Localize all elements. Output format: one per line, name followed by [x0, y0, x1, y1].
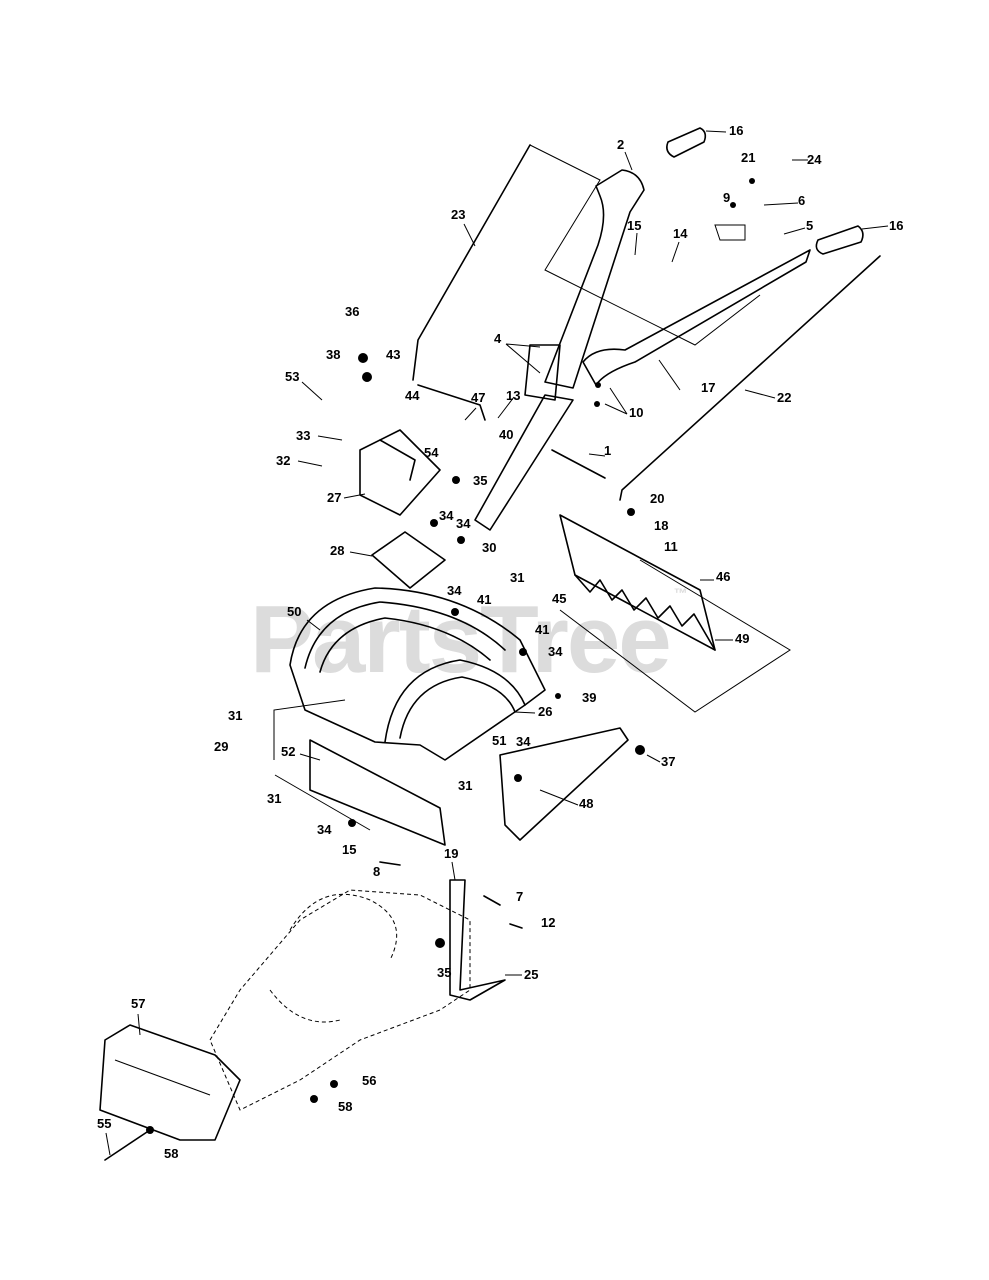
control-rods	[412, 144, 881, 501]
callout-11: 11	[664, 539, 678, 554]
callout-34-c: 34	[548, 644, 563, 659]
callout-41-b: 41	[535, 622, 549, 637]
callout-17: 17	[701, 380, 715, 395]
side-plate	[499, 727, 629, 841]
callout-5: 5	[806, 218, 813, 233]
callout-37: 37	[661, 754, 675, 769]
hand-grips	[666, 127, 864, 255]
callout-46: 46	[716, 569, 730, 584]
callout-44: 44	[405, 388, 420, 403]
mounting-plate	[371, 531, 446, 589]
leader-lines	[105, 130, 889, 1156]
zone-outlines	[273, 144, 791, 831]
callout-16-top: 16	[729, 123, 743, 138]
depth-stake	[449, 879, 506, 1001]
callout-56: 56	[362, 1073, 376, 1088]
callout-24: 24	[807, 152, 822, 167]
callout-31-d: 31	[458, 778, 472, 793]
callout-48: 48	[579, 796, 593, 811]
callout-31-c: 31	[267, 791, 281, 806]
callout-18: 18	[654, 518, 668, 533]
callout-23: 23	[451, 207, 465, 222]
callout-36: 36	[345, 304, 359, 319]
callout-35-a: 35	[473, 473, 487, 488]
callout-9: 9	[723, 190, 730, 205]
callout-4: 4	[494, 331, 502, 346]
handle-bracket	[359, 429, 441, 516]
callout-12: 12	[541, 915, 555, 930]
callout-39: 39	[582, 690, 596, 705]
callout-43: 43	[386, 347, 400, 362]
callout-26: 26	[538, 704, 552, 719]
callout-16-right: 16	[889, 218, 903, 233]
callout-34-b: 34	[447, 583, 462, 598]
callout-19: 19	[444, 846, 458, 861]
callout-53: 53	[285, 369, 299, 384]
tine-shield	[289, 587, 546, 761]
callout-33: 33	[296, 428, 310, 443]
callout-47: 47	[471, 390, 485, 405]
callout-34-e: 34	[317, 822, 332, 837]
callout-45: 45	[552, 591, 566, 606]
callout-20: 20	[650, 491, 664, 506]
callout-50: 50	[287, 604, 301, 619]
callout-32: 32	[276, 453, 290, 468]
callout-58-b: 58	[164, 1146, 178, 1161]
callout-34-f: 34	[439, 508, 454, 523]
callout-49: 49	[735, 631, 749, 646]
rear-bumper	[99, 1024, 241, 1141]
callout-55: 55	[97, 1116, 111, 1131]
callout-28: 28	[330, 543, 344, 558]
callout-31-a: 31	[510, 570, 524, 585]
callout-15-bottom: 15	[342, 842, 356, 857]
callout-6: 6	[798, 193, 805, 208]
hardware	[104, 178, 755, 1161]
tiller-body-outline	[209, 889, 471, 1111]
callout-51: 51	[492, 733, 506, 748]
callout-7: 7	[516, 889, 523, 904]
callout-15-top: 15	[627, 218, 641, 233]
drag-bar	[309, 739, 446, 846]
callout-29: 29	[214, 739, 228, 754]
callout-labels: 1 2 4 5 6 7 8 9 10 11 12 13 14 15 15 16 …	[97, 123, 903, 1161]
callout-57: 57	[131, 996, 145, 1011]
callout-35-b: 35	[437, 965, 451, 980]
callout-34-a: 34	[456, 516, 471, 531]
callout-41-a: 41	[477, 592, 491, 607]
callout-40: 40	[499, 427, 513, 442]
callout-22: 22	[777, 390, 791, 405]
callout-54: 54	[424, 445, 439, 460]
callout-27: 27	[327, 490, 341, 505]
upper-handle	[474, 169, 811, 531]
callout-2: 2	[617, 137, 624, 152]
callout-14: 14	[673, 226, 688, 241]
callout-21: 21	[741, 150, 755, 165]
callout-10: 10	[629, 405, 643, 420]
callout-52: 52	[281, 744, 295, 759]
callout-38: 38	[326, 347, 340, 362]
callout-34-d: 34	[516, 734, 531, 749]
rake-and-deflector	[559, 514, 716, 651]
callout-30: 30	[482, 540, 496, 555]
callout-31-b: 31	[228, 708, 242, 723]
callout-25: 25	[524, 967, 538, 982]
callout-13: 13	[506, 388, 520, 403]
callout-8: 8	[373, 864, 380, 879]
callout-1: 1	[604, 443, 611, 458]
callout-58-a: 58	[338, 1099, 352, 1114]
